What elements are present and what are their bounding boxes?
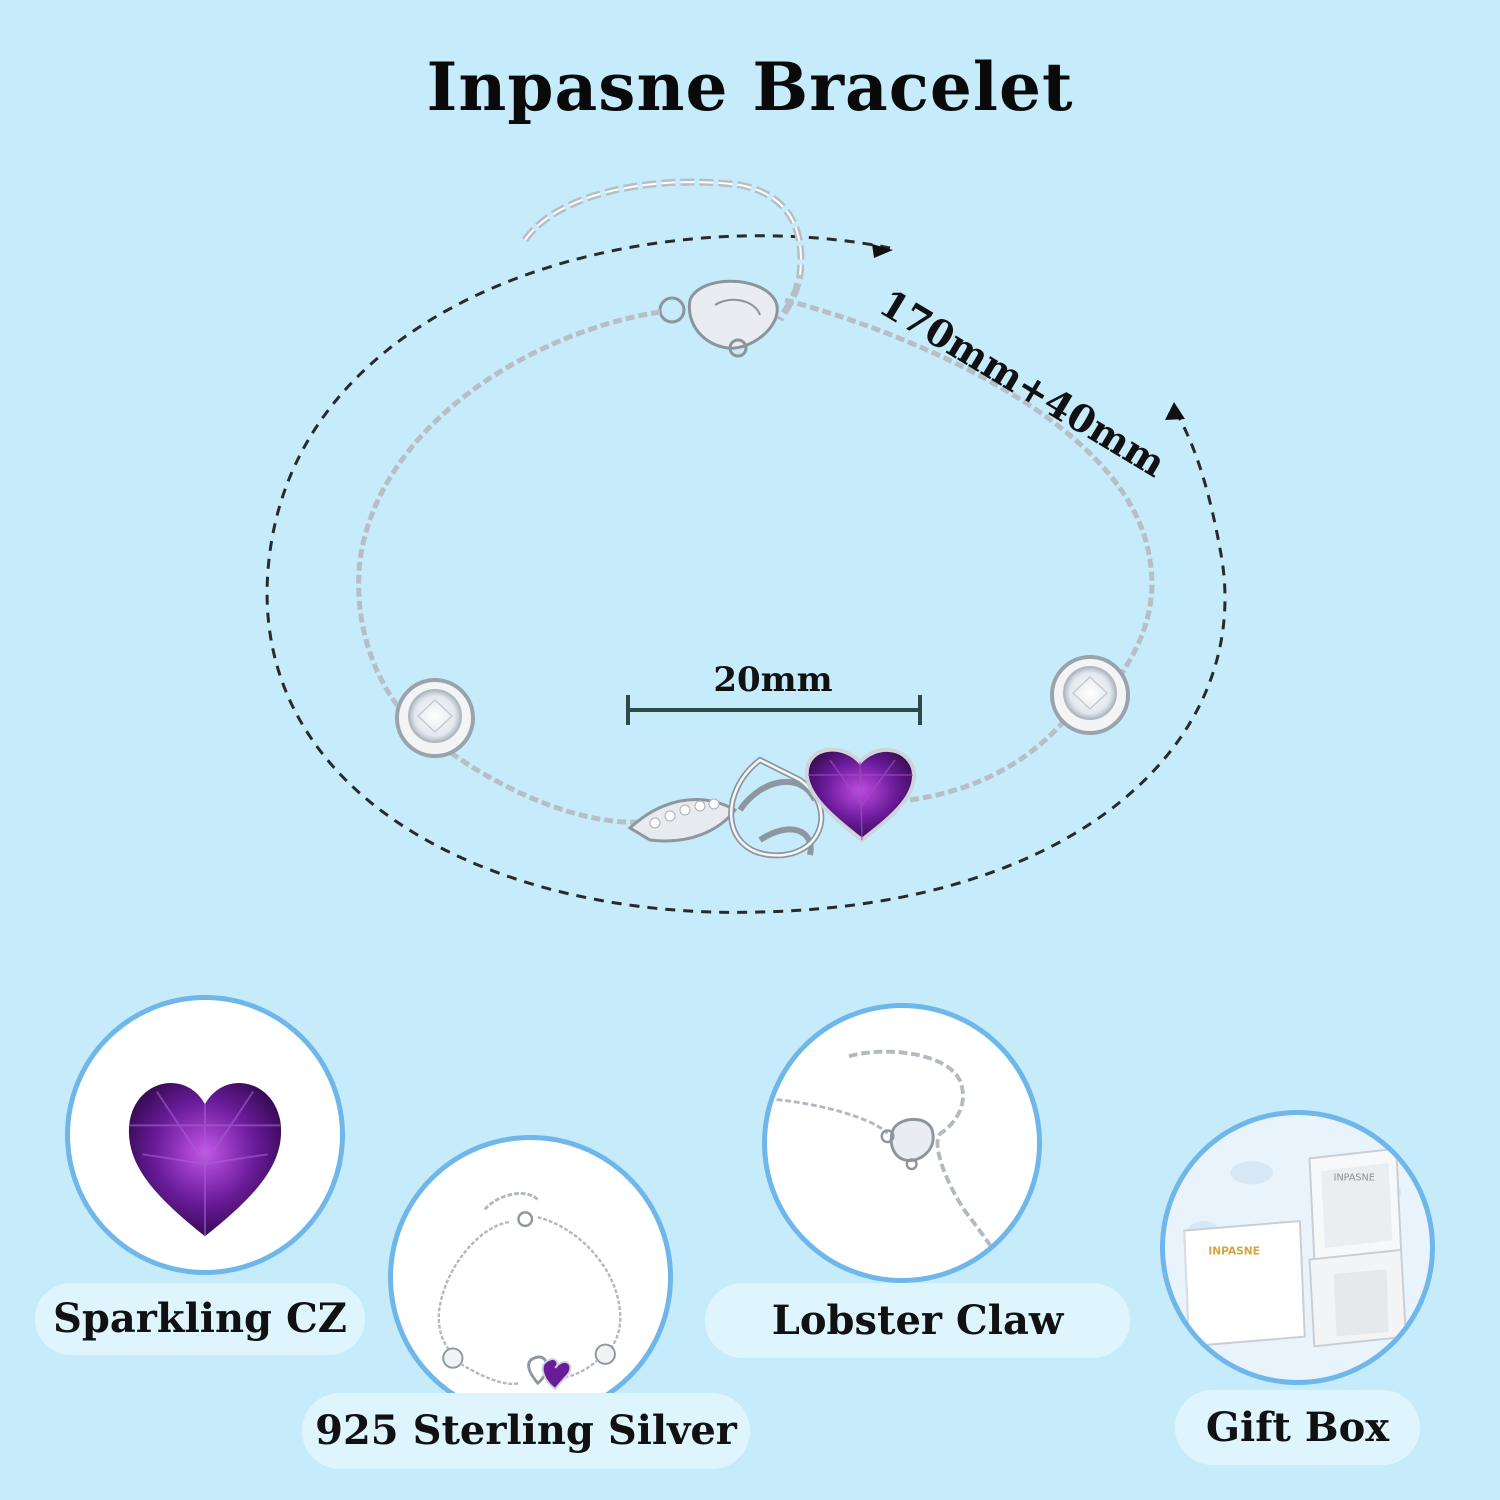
gift-box-brand-inner: INPASNE [1334,1173,1375,1184]
cz-stone-right [1050,655,1130,735]
feature-label-giftbox: Gift Box [1175,1390,1420,1465]
feature-circle-clasp [762,1003,1042,1283]
heart-gem-icon [128,1082,282,1237]
feature-circle-giftbox: INPASNE INPASNE [1160,1110,1435,1385]
feature-circle-silver [388,1135,673,1420]
charm-width-label: 20mm [713,660,833,700]
arrow-head-top [872,244,893,258]
feature-label-cz: Sparkling CZ [35,1283,365,1355]
feature-label-silver: 925 Sterling Silver [302,1393,750,1469]
main-chain-right [784,297,1155,692]
feature-circle-cz [65,995,345,1275]
lower-chain-right [909,718,1067,803]
lower-chain-left [438,742,641,825]
pave-swoosh [627,798,738,843]
cz-stone-left [395,678,475,758]
arrow-head-right [1165,402,1185,420]
bracelet-icon [437,1192,622,1391]
charm-width-ruler [626,695,922,725]
feature-label-clasp: Lobster Claw [705,1283,1130,1358]
bracelet-illustration [265,178,1227,914]
main-chain [356,309,661,722]
gift-box-brand: INPASNE [1208,1246,1260,1258]
page-title: Inpasne Bracelet [426,48,1074,126]
gift-box-icon: INPASNE INPASNE [1183,1147,1407,1348]
lobster-clasp [658,279,779,358]
lobster-claw-icon [776,1049,1001,1260]
